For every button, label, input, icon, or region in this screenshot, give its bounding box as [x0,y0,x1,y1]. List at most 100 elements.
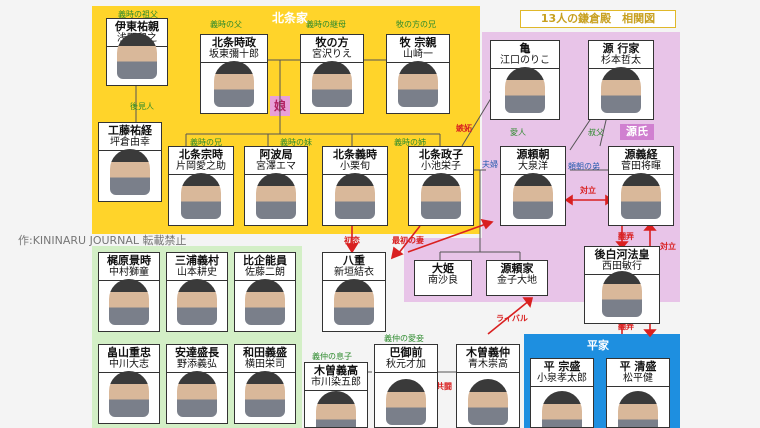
person-name: 源 行家 [602,42,640,55]
card-wada[interactable]: 和田義盛横田栄司 [234,344,296,424]
card-munemori[interactable]: 平 宗盛小泉孝太郎 [530,358,594,428]
card-hiki[interactable]: 比企能員佐藤二朗 [234,252,296,332]
portrait [602,271,642,317]
card-yukiie[interactable]: 源 行家杉本哲太 [588,40,654,120]
card-goshirakawa[interactable]: 後白河法皇西田敏行 [584,246,660,324]
person-name: 牧 宗親 [399,36,437,49]
card-kajiwara[interactable]: 梶原景時中村獅童 [98,252,160,332]
person-name: 源義経 [624,148,658,161]
portrait [109,279,149,325]
person-name: 後白河法皇 [594,248,650,261]
person-name: 比企能員 [243,254,287,267]
person-name: 八重 [343,254,365,267]
label-conflict: 対立 [580,186,596,195]
card-yoshinaka[interactable]: 木曽義仲青木崇高 [456,344,520,428]
card-miura[interactable]: 三浦義村山本耕史 [166,252,228,332]
label-uncle: 叔父 [588,128,604,137]
actor-name: 小泉孝太郎 [531,373,593,387]
portrait [109,371,149,417]
portrait [177,279,217,325]
person-name: 北条時政 [212,36,256,49]
person-name: 源頼家 [500,262,534,275]
person-name: 梶原景時 [107,254,151,267]
card-munechika[interactable]: 牧 宗親山崎一 [386,34,450,114]
person-name: 北条政子 [419,148,463,161]
label-elder-sister: 義時の姉 [394,138,426,147]
genji-group-label: 源氏 [620,124,654,140]
person-name: 畠山重忠 [107,346,151,359]
header-title: 13人の鎌倉殿 相関図 [520,10,676,28]
actor-name: 青木崇高 [457,359,519,373]
person-name: 平 宗盛 [543,360,581,373]
person-name: 伊東祐親 [115,20,159,33]
card-kame[interactable]: 亀江口のりこ [490,40,560,120]
person-name: 木曽義仲 [466,346,510,359]
portrait [398,61,438,107]
card-awa[interactable]: 阿波局宮澤エマ [244,146,308,226]
label-manipulate-2: 翻弄 [618,322,634,331]
card-ohime[interactable]: 大姫南沙良 [414,260,472,296]
label-rival: ライバル [496,314,528,323]
portrait [386,379,426,425]
portrait [542,391,582,427]
person-name: 源頼朝 [516,148,550,161]
label-first-wife: 最初の妻 [392,236,424,245]
heike-group-label: 平家 [580,338,616,354]
card-yae[interactable]: 八重新垣結衣 [322,252,386,332]
person-name: 巴御前 [389,346,423,359]
person-name: 平 清盛 [619,360,657,373]
actor-name: 秋元才加 [375,359,437,373]
card-ito[interactable]: 伊東祐親浅野和之 [106,18,168,86]
portrait [334,279,374,325]
label-son: 義仲の息子 [312,352,352,361]
portrait [513,173,553,219]
person-name: 北条宗時 [179,148,223,161]
label-yoritomo-brother: 頼朝の弟 [568,162,600,171]
label-jealousy: 嫉妬 [456,124,472,133]
person-name: 大姫 [432,262,454,275]
portrait [316,391,356,427]
portrait [256,173,296,219]
label-first-love: 初恋 [344,236,360,245]
card-kiyomori[interactable]: 平 清盛松平健 [606,358,670,428]
actor-name: 金子大地 [497,275,537,286]
label-maki-brother: 牧の方の兄 [396,20,436,29]
label-concubine: 義仲の愛妾 [384,334,424,343]
card-adachi[interactable]: 安達盛長野添義弘 [166,344,228,424]
portrait [177,371,217,417]
person-name: 安達盛長 [175,346,219,359]
portrait [312,61,352,107]
card-yoritomo[interactable]: 源頼朝大泉洋 [500,146,566,226]
person-name: 牧の方 [315,36,349,49]
label-father: 義時の父 [210,20,242,29]
card-kudo[interactable]: 工藤祐経坪倉由幸 [98,122,162,202]
card-tomoe[interactable]: 巴御前秋元才加 [374,344,438,428]
person-name: 北条義時 [333,148,377,161]
portrait [181,173,221,219]
portrait [117,33,157,79]
card-masako[interactable]: 北条政子小池栄子 [408,146,474,226]
card-munetoki[interactable]: 北条宗時片岡愛之助 [168,146,234,226]
portrait [618,391,658,427]
card-yoshitoki[interactable]: 北条義時小栗旬 [322,146,388,226]
person-name: 亀 [519,42,531,55]
card-maki[interactable]: 牧の方宮沢りえ [300,34,364,114]
person-name: 和田義盛 [243,346,287,359]
card-tokimasa[interactable]: 北条時政坂東彌十郎 [200,34,268,114]
card-yoriie[interactable]: 源頼家金子大地 [486,260,548,296]
portrait [621,173,661,219]
label-cooperate: 共闘 [436,382,452,391]
label-manipulate: 翻弄 [618,232,634,241]
card-hatakeyama[interactable]: 畠山重忠中川大志 [98,344,160,424]
label-stepmother: 義時の継母 [306,20,346,29]
portrait [601,67,641,113]
actor-name: 市川染五郎 [305,377,367,391]
label-grandfather: 義時の祖父 [118,10,158,19]
portrait [245,279,285,325]
person-name: 工藤祐経 [108,124,152,137]
card-yoshitsune[interactable]: 源義経菅田将暉 [608,146,674,226]
card-yoshitaka[interactable]: 木曽義高市川染五郎 [304,362,368,428]
hojo-group-label: 北条家 [271,11,308,25]
portrait [335,173,375,219]
